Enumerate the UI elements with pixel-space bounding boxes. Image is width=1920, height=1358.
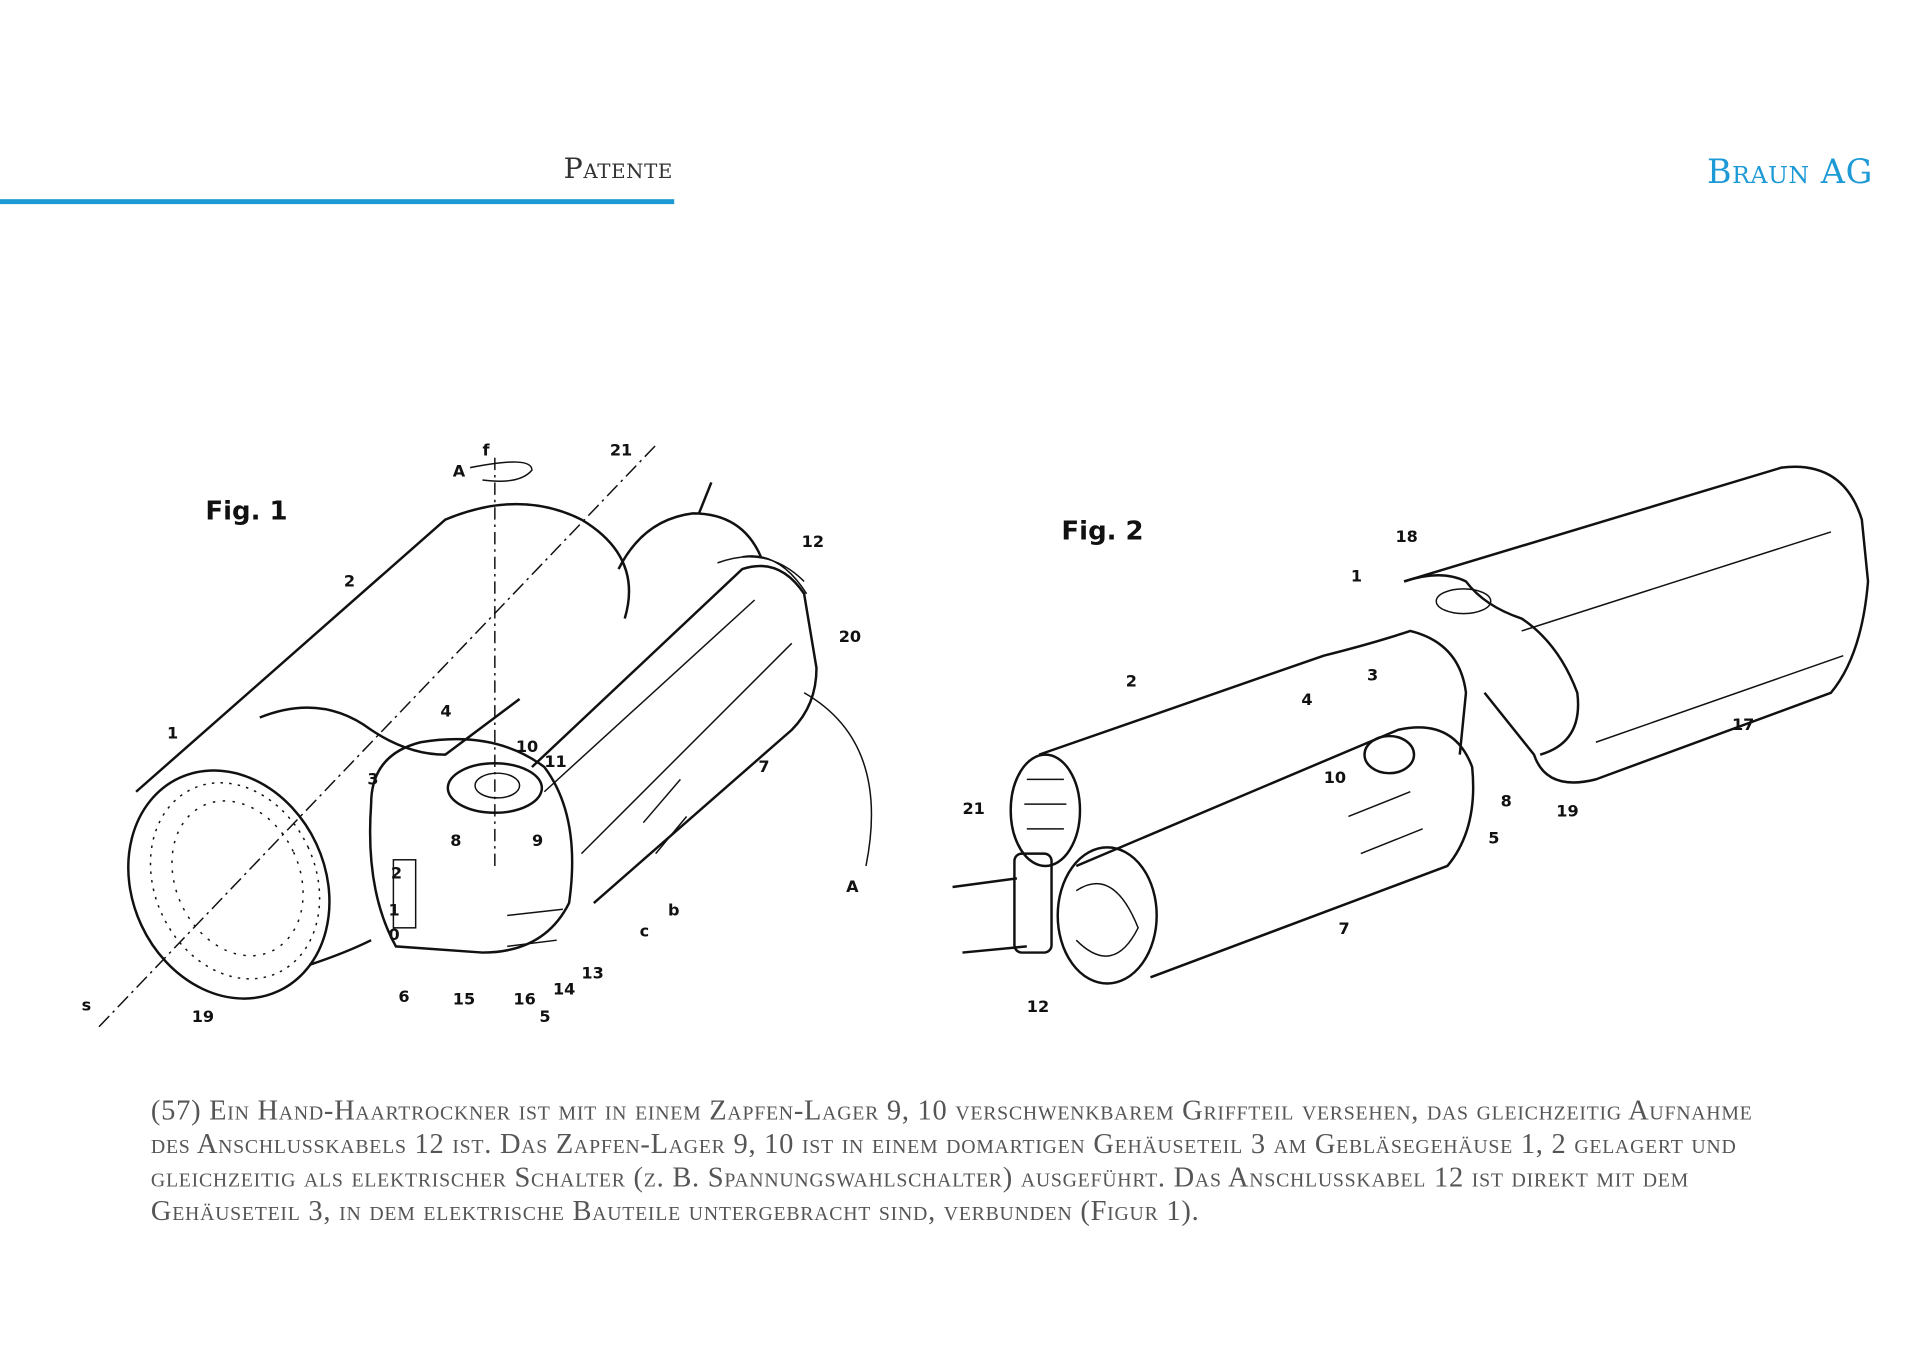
callout: 7 (758, 757, 769, 776)
callout: 11 (544, 752, 566, 771)
patent-drawings: Fig. 1 (82, 440, 1870, 1028)
callout: 9 (532, 831, 543, 850)
callout: 2 (344, 571, 355, 590)
hair-dryer-in-case-drawing (952, 465, 1870, 985)
callout: 20 (839, 627, 861, 646)
callout: 8 (450, 831, 461, 850)
callout: 2 (1126, 672, 1137, 691)
callout: 3 (367, 769, 378, 788)
callout: A (453, 461, 466, 480)
callout: 2 (391, 863, 402, 882)
figure-2-labels: 18 1 3 2 4 17 10 8 19 21 5 7 12 (962, 527, 1754, 1016)
callout: 10 (516, 737, 538, 756)
callout: 12 (1027, 997, 1049, 1016)
figure-1: Fig. 1 (82, 440, 873, 1028)
figure-1-title: Fig. 1 (205, 497, 287, 527)
hair-dryer-drawing (98, 444, 873, 1028)
callout: 8 (1501, 792, 1512, 811)
callout: 17 (1732, 715, 1754, 734)
callout: 1 (1351, 566, 1362, 585)
callout: 15 (453, 990, 475, 1009)
callout: 13 (581, 964, 603, 983)
callout: s (82, 996, 92, 1015)
callout: c (640, 921, 650, 940)
figure-1-labels: 21 f A 12 2 20 1 4 10 11 3 7 8 9 2 1 0 b… (82, 440, 861, 1026)
callout: A (846, 877, 859, 896)
patent-abstract: (57) Ein Hand-Haartrockner ist mit in ei… (150, 1094, 1753, 1226)
callout: 21 (962, 799, 984, 818)
callout: 18 (1395, 527, 1417, 546)
callout: 4 (1301, 690, 1312, 709)
callout: 21 (610, 440, 632, 459)
callout: 19 (1556, 801, 1578, 820)
callout: 1 (388, 900, 399, 919)
callout: f (482, 440, 490, 459)
section-title: Patente (563, 153, 673, 186)
callout: b (668, 900, 680, 919)
callout: 5 (539, 1007, 550, 1026)
callout: 6 (398, 987, 409, 1006)
callout: 19 (192, 1007, 214, 1026)
header-rule (0, 199, 675, 205)
callout: 12 (802, 532, 824, 551)
company-name: Braun AG (1707, 153, 1873, 192)
callout: 3 (1367, 665, 1378, 684)
callout: 14 (553, 980, 575, 999)
callout: 7 (1339, 919, 1350, 938)
callout: 1 (167, 724, 178, 743)
figure-2-title: Fig. 2 (1061, 516, 1143, 546)
callout: 16 (513, 990, 535, 1009)
callout: 10 (1324, 768, 1346, 787)
figure-2: Fig. 2 18 1 3 (952, 465, 1870, 1016)
callout: 0 (388, 925, 399, 944)
callout: 5 (1488, 829, 1499, 848)
callout: 4 (440, 701, 451, 720)
